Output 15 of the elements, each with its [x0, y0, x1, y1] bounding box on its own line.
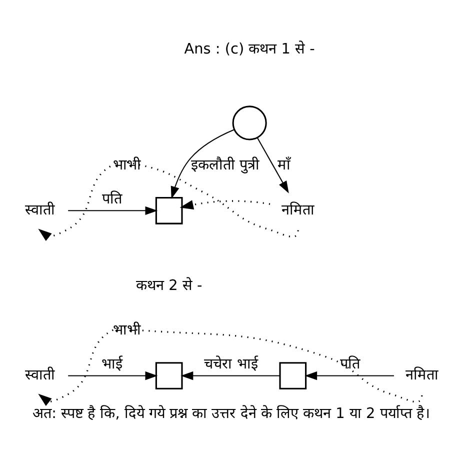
label: Ans : (c) कथन 1 से -	[184, 41, 315, 58]
edge-label: पति	[340, 356, 360, 372]
node-text: नमिता	[405, 367, 438, 384]
caption: अत: स्पष्ट है कि, दिये गये प्रश्न का उत्तर देने के लिए कथन 1 या 2 पर्याप्त है।	[32, 405, 430, 422]
edge-label: पति	[102, 191, 122, 208]
edge-label: माँ	[278, 157, 291, 174]
label: कथन 2 से -	[136, 277, 202, 294]
edge-label: भाई	[102, 356, 123, 372]
edge-label: इकलौती पुत्री	[191, 157, 260, 174]
edge-label: चचेरा भाई	[204, 356, 258, 372]
edge-label: भाभी	[112, 322, 141, 338]
node-text: स्वाती	[25, 367, 56, 384]
edge-label: भाभी	[112, 157, 141, 174]
node-text: स्वाती	[25, 202, 56, 218]
node-text: नमिता	[282, 202, 315, 218]
